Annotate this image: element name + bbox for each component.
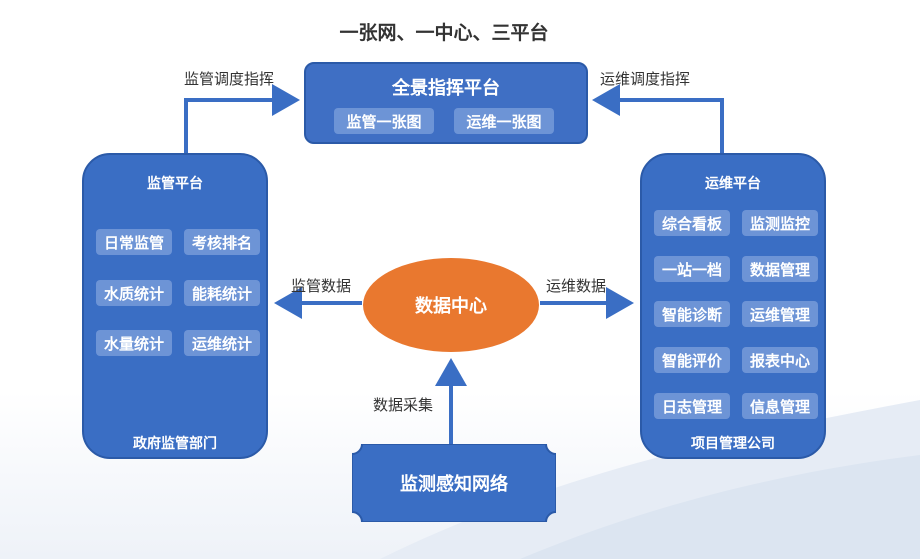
chip-water-volume-stats[interactable]: 水量统计 [96,330,172,356]
page-title: 一张网、一中心、三平台 [339,22,549,44]
supervision-platform[interactable]: 监管平台 日常监管 考核排名 水质统计 能耗统计 水量统计 运维统计 政府监管部… [82,153,268,459]
operations-platform[interactable]: 运维平台 综合看板 监测监控 一站一档 数据管理 智能诊断 运维管理 智能评价 … [640,153,826,459]
chip-report-center[interactable]: 报表中心 [742,347,818,373]
edge-label-ops-command: 运维调度指挥 [600,70,691,88]
chip-ops-stats[interactable]: 运维统计 [184,330,260,356]
chip-info-management[interactable]: 信息管理 [742,393,818,419]
sensing-network-label: 监测感知网络 [400,474,508,495]
sensing-network[interactable]: 监测感知网络 [351,443,557,523]
chip-ops-management[interactable]: 运维管理 [742,301,818,327]
chip-log-management[interactable]: 日志管理 [654,393,730,419]
chip-monitoring-control[interactable]: 监测监控 [742,210,818,236]
chip-daily-supervision[interactable]: 日常监管 [96,229,172,255]
top-chip-supervision-map[interactable]: 监管一张图 [334,108,434,134]
top-chip-ops-map[interactable]: 运维一张图 [454,108,554,134]
chip-dashboard[interactable]: 综合看板 [654,210,730,236]
operations-platform-title: 运维平台 [705,176,761,192]
chip-assessment-ranking[interactable]: 考核排名 [184,229,260,255]
chip-smart-diagnosis[interactable]: 智能诊断 [654,301,730,327]
supervision-platform-footer: 政府监管部门 [133,436,217,452]
chip-energy-stats[interactable]: 能耗统计 [184,280,260,306]
arrow-right-to-top [592,84,724,158]
chip-smart-evaluation[interactable]: 智能评价 [654,347,730,373]
edge-label-supervision-command: 监管调度指挥 [184,70,275,88]
edge-label-data-collection: 数据采集 [373,396,434,414]
supervision-platform-title: 监管平台 [147,176,203,192]
edge-label-supervision-data: 监管数据 [291,277,352,295]
chip-water-quality-stats[interactable]: 水质统计 [96,280,172,306]
chip-data-management[interactable]: 数据管理 [742,256,818,282]
edge-label-ops-data: 运维数据 [546,277,607,295]
data-center[interactable]: 数据中心 [363,258,539,352]
chip-station-archive[interactable]: 一站一档 [654,256,730,282]
operations-platform-footer: 项目管理公司 [691,436,775,452]
panorama-command-platform[interactable]: 全景指挥平台 监管一张图 运维一张图 [304,62,588,144]
panorama-command-title: 全景指挥平台 [392,78,500,99]
arrow-left-to-top [184,84,300,158]
